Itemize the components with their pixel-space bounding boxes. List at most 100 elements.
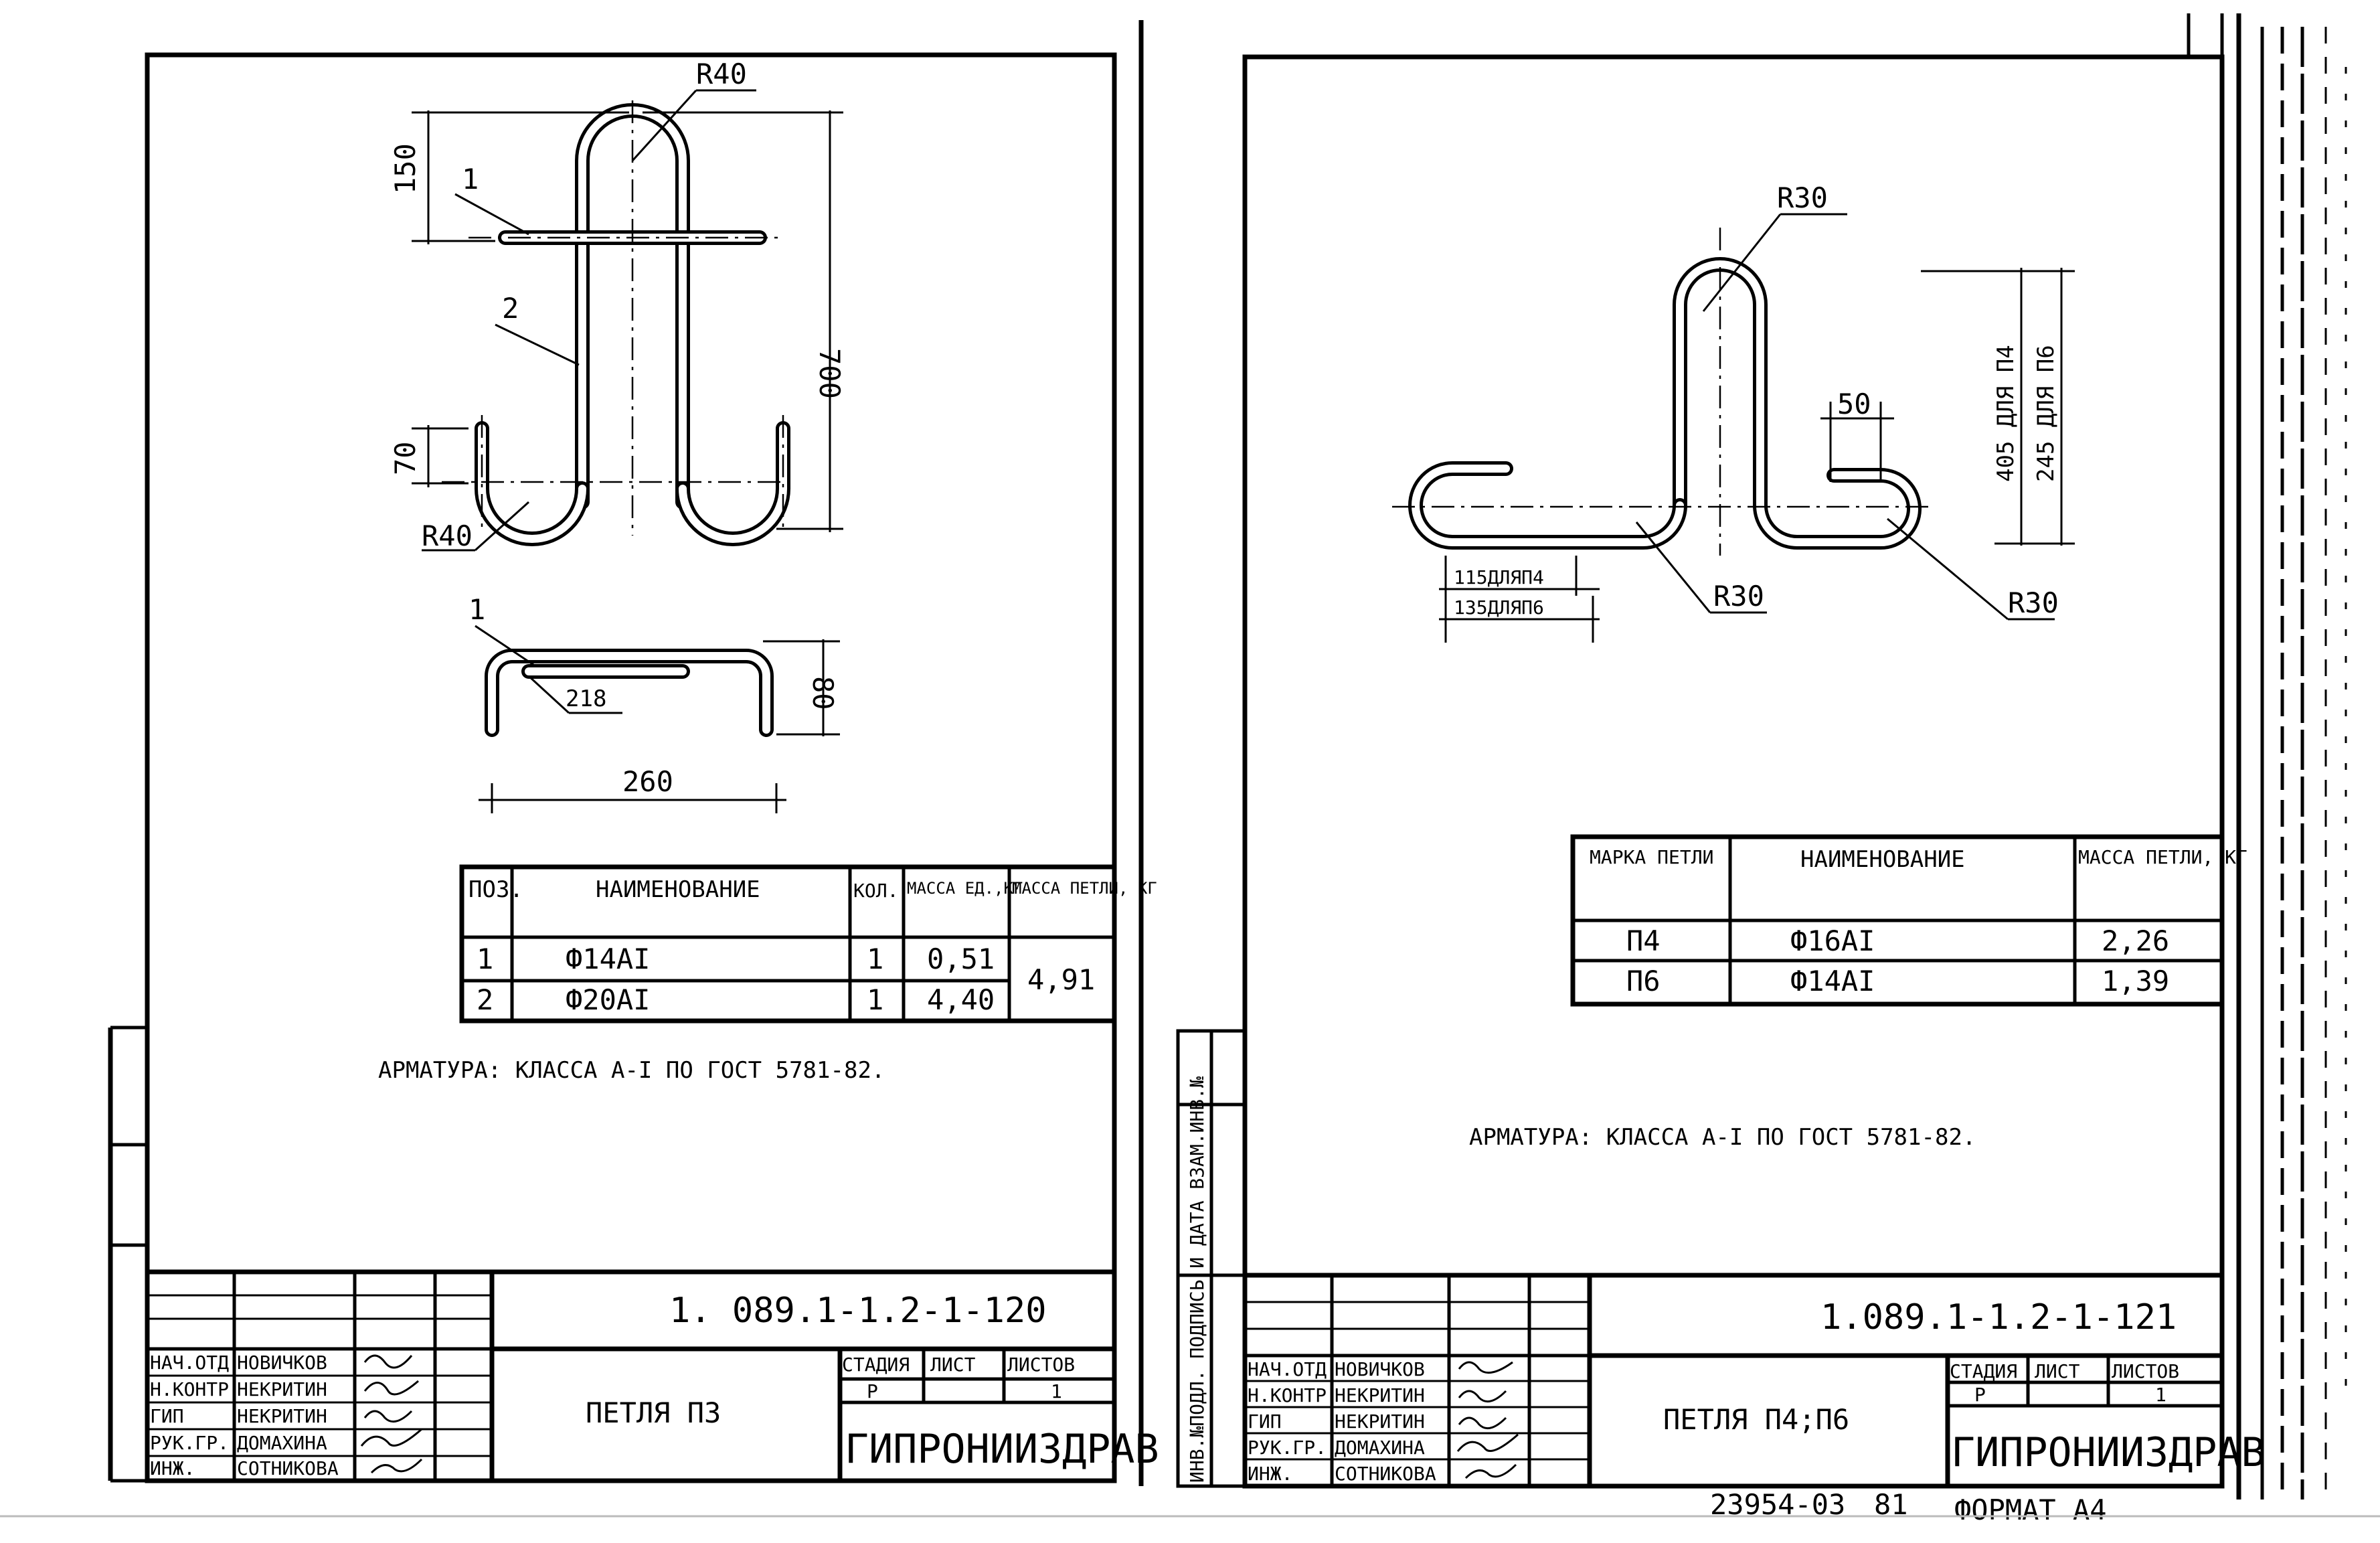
label-r30-top: R30 — [1777, 181, 1828, 214]
left-signer-name-1: НОВИЧКОВ — [237, 1352, 327, 1374]
title-block-left: НАЧ.ОТД. НОВИЧКОВ Н.КОНТР. НЕКРИТИН ГИП … — [145, 1269, 1159, 1483]
dim-115: 115ДЛЯП4 — [1454, 566, 1544, 588]
dim-80: 80 — [806, 676, 839, 710]
spec-left-header-qty: КОЛ. — [853, 880, 898, 902]
left-signer-name-5: СОТНИКОВА — [237, 1457, 339, 1479]
right-signature-2 — [1458, 1390, 1507, 1403]
spec-right-header-mark: МАРКА ПЕТЛИ — [1590, 846, 1713, 868]
dim-245: 245 ДЛЯ П6 — [2033, 345, 2059, 482]
left-signer-name-2: НЕКРИТИН — [237, 1378, 327, 1400]
left-signature-2 — [363, 1380, 419, 1396]
left-signature-5 — [370, 1458, 423, 1474]
left-sheet: 150 700 70 R40 R40 1 2 1 — [108, 20, 1159, 1486]
spec-left-row1-mass: 0,51 — [927, 943, 995, 975]
left-signer-role-2: Н.КОНТР. — [150, 1378, 240, 1400]
right-signer-name-2: НЕКРИТИН — [1335, 1384, 1425, 1406]
right-signer-name-4: ДОМАХИНА — [1335, 1437, 1425, 1459]
dim-70: 70 — [389, 441, 422, 475]
label-r40-top: R40 — [696, 58, 747, 90]
left-signer-role-3: ГИП — [150, 1405, 184, 1427]
dim-700: 700 — [813, 348, 846, 399]
left-signature-3 — [363, 1410, 413, 1423]
left-signer-role-5: ИНЖ. — [150, 1457, 195, 1479]
left-org: ГИПРОНИИЗДРАВ — [845, 1426, 1159, 1473]
spec-left-header-total: МАССА ПЕТЛИ, КГ — [1012, 879, 1157, 898]
right-signer-name-1: НОВИЧКОВ — [1335, 1358, 1425, 1380]
spec-left-row1-qty: 1 — [867, 943, 883, 975]
right-signer-name-5: СОТНИКОВА — [1335, 1463, 1436, 1485]
dim-405: 405 ДЛЯ П4 — [1992, 345, 2019, 482]
left-signature-1 — [363, 1354, 413, 1369]
left-sheet-title: ПЕТЛЯ П3 — [586, 1396, 721, 1429]
spec-right-row1-name: Ф16АI — [1790, 924, 1875, 957]
spec-right-row1-mark: П4 — [1626, 924, 1661, 957]
note-right: АРМАТУРА: КЛАССА А-I ПО ГОСТ 5781-82. — [1469, 1124, 1976, 1151]
right-signature-3 — [1458, 1416, 1507, 1430]
right-stage-value: Р — [1974, 1384, 1986, 1406]
label-r30-right: R30 — [2008, 586, 2059, 619]
right-org: ГИПРОНИИЗДРАВ — [1951, 1429, 2266, 1476]
spec-right-row1-mass: 2,26 — [2102, 924, 2169, 957]
label-r30-left: R30 — [1713, 580, 1764, 613]
spec-left-row2-name: Ф20АI — [566, 983, 650, 1016]
right-signer-role-3: ГИП — [1248, 1410, 1282, 1433]
dim-218: 218 — [566, 685, 606, 712]
spec-left-header-pos: ПОЗ. — [469, 876, 523, 903]
right-doc-code: 1.089.1-1.2-1-121 — [1820, 1297, 2177, 1337]
dim-50: 50 — [1837, 388, 1871, 420]
spec-left-header-name: НАИМЕНОВАНИЕ — [596, 876, 760, 903]
right-sheet-header: ЛИСТ — [2035, 1360, 2080, 1382]
left-signer-role-1: НАЧ.ОТД. — [150, 1352, 240, 1374]
dim-150: 150 — [389, 143, 422, 194]
loop-p4-p6-elevation — [1392, 228, 1934, 556]
dim-260: 260 — [622, 765, 673, 798]
detail-pos1: 1 218 80 260 — [469, 593, 840, 813]
spec-left-row1-name: Ф14АI — [566, 943, 650, 975]
left-signature-4 — [360, 1428, 422, 1447]
label-pos-1: 1 — [462, 163, 479, 195]
left-doc-code: 1. 089.1-1.2-1-120 — [669, 1291, 1047, 1331]
right-signature-5 — [1464, 1463, 1517, 1479]
right-sheets-header: ЛИСТОВ — [2112, 1360, 2179, 1382]
spec-left-header-mass: МАССА ЕД.,КГ — [907, 879, 1023, 898]
label-pos-1-detail: 1 — [469, 593, 485, 626]
right-signature-4 — [1456, 1433, 1519, 1452]
spec-right-header-mass: МАССА ПЕТЛИ, КГ — [2078, 846, 2247, 868]
left-signer-role-4: РУК.ГР. — [150, 1432, 229, 1454]
spec-left-row1-pos: 1 — [477, 943, 493, 975]
left-sheets-value: 1 — [1051, 1380, 1062, 1402]
right-signer-role-1: НАЧ.ОТД. — [1248, 1358, 1338, 1380]
spec-right-row2-mass: 1,39 — [2102, 965, 2169, 997]
right-stage-header: СТАДИЯ — [1950, 1360, 2017, 1382]
right-signer-role-4: РУК.ГР. — [1248, 1437, 1327, 1459]
spec-left-row2-mass: 4,40 — [927, 983, 995, 1016]
spec-table-right: МАРКА ПЕТЛИ НАИМЕНОВАНИЕ МАССА ПЕТЛИ, КГ… — [1570, 834, 2247, 1007]
spec-table-left: ПОЗ. НАИМЕНОВАНИЕ КОЛ. МАССА ЕД.,КГ МАСС… — [459, 864, 1157, 1024]
spec-left-total-mass: 4,91 — [1027, 963, 1095, 996]
spec-right-row2-name: Ф14АI — [1790, 965, 1875, 997]
loop-p3-elevation — [442, 100, 796, 546]
right-signer-name-3: НЕКРИТИН — [1335, 1410, 1425, 1433]
spec-left-row2-qty: 1 — [867, 983, 883, 1016]
title-block-right: НАЧ.ОТД. НОВИЧКОВ Н.КОНТР. НЕКРИТИН ГИП … — [1242, 1273, 2266, 1489]
right-signature-1 — [1458, 1361, 1513, 1374]
right-signer-role-2: Н.КОНТР. — [1248, 1384, 1338, 1406]
left-signer-name-4: ДОМАХИНА — [237, 1432, 327, 1454]
left-stage-value: Р — [867, 1380, 878, 1402]
dim-135: 135ДЛЯП6 — [1454, 596, 1544, 619]
right-sheet-title: ПЕТЛЯ П4;П6 — [1663, 1403, 1849, 1436]
label-pos-2: 2 — [502, 292, 519, 325]
right-sheet: ИНВ.№ПОДЛ. ПОДПИСЬ И ДАТА ВЗАМ.ИНВ.№ R30… — [1176, 13, 2347, 1526]
right-side-stamp: ИНВ.№ПОДЛ. ПОДПИСЬ И ДАТА ВЗАМ.ИНВ.№ — [1186, 1076, 1208, 1483]
footer-format: ФОРМАТ А4 — [1954, 1493, 2107, 1526]
spec-right-row2-mark: П6 — [1626, 965, 1661, 997]
left-sheet-header: ЛИСТ — [930, 1354, 976, 1376]
note-left: АРМАТУРА: КЛАССА А-I ПО ГОСТ 5781-82. — [378, 1057, 885, 1084]
spec-left-row2-pos: 2 — [477, 983, 493, 1016]
left-stage-header: СТАДИЯ — [842, 1354, 910, 1376]
label-r40-bottom: R40 — [422, 519, 473, 552]
right-signer-role-5: ИНЖ. — [1248, 1463, 1292, 1485]
spec-right-header-name: НАИМЕНОВАНИЕ — [1800, 846, 1965, 873]
left-sheets-header: ЛИСТОВ — [1007, 1354, 1075, 1376]
